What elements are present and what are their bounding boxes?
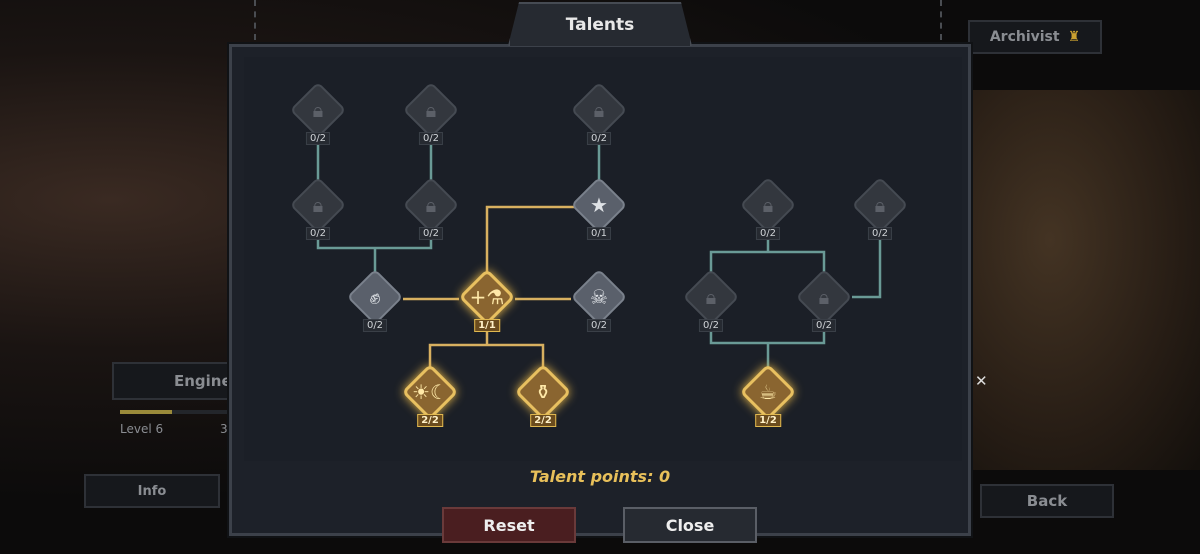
talent-node[interactable]: 🔒︎ 0/2: [848, 173, 912, 249]
talent-count: 0/2: [755, 227, 781, 240]
lock-icon: 🔒︎: [312, 98, 324, 122]
lock-icon: 🔒︎: [874, 193, 886, 217]
lock-icon: 🔒︎: [593, 98, 605, 122]
talent-node[interactable]: ★ 0/1: [567, 173, 631, 249]
talent-count: 0/2: [867, 227, 893, 240]
talent-node[interactable]: 🔒︎ 0/2: [399, 173, 463, 249]
talent-count: 0/2: [305, 227, 331, 240]
talent-node[interactable]: ☠ 0/2: [567, 265, 631, 341]
info-label: Info: [137, 483, 167, 499]
class-name-banner: Enginee: [112, 362, 242, 400]
xp-bar: [120, 410, 230, 414]
lock-icon: 🔒︎: [705, 285, 717, 309]
skull-laurel-icon: ☠: [590, 285, 608, 309]
close-label: Close: [665, 515, 715, 535]
bread-icon: ☕︎: [759, 380, 777, 404]
fist-icon: ✊︎: [369, 285, 381, 309]
lock-icon: 🔒︎: [312, 193, 324, 217]
close-button[interactable]: Close: [623, 507, 757, 543]
talent-count: 0/2: [362, 319, 388, 332]
talent-node[interactable]: 🔒︎ 0/2: [679, 265, 743, 341]
world-map-background: [960, 90, 1200, 470]
lock-icon: 🔒︎: [425, 98, 437, 122]
close-x-icon[interactable]: ✕: [975, 372, 988, 390]
talent-node[interactable]: 🔒︎ 0/2: [736, 173, 800, 249]
talent-node[interactable]: 🔒︎ 0/2: [792, 265, 856, 341]
talent-node[interactable]: ☀☾ 2/2: [398, 360, 462, 436]
talent-node[interactable]: 🔒︎ 0/2: [399, 78, 463, 154]
talent-count: 1/1: [474, 319, 500, 332]
xp-value: 3: [220, 422, 228, 436]
talent-node[interactable]: ✊︎ 0/2: [343, 265, 407, 341]
talent-count: 1/2: [755, 414, 781, 427]
talent-count: 0/2: [418, 227, 444, 240]
connector: [316, 110, 601, 297]
talent-count: 0/2: [305, 132, 331, 145]
back-label: Back: [1026, 492, 1068, 510]
lock-icon: 🔒︎: [818, 285, 830, 309]
talent-count: 2/2: [530, 414, 556, 427]
talent-count: 0/2: [586, 319, 612, 332]
chain-left: [254, 0, 260, 40]
torch-icon: ♜: [1067, 29, 1081, 45]
potion-laurel-icon: ⚱: [534, 380, 552, 404]
archivist-label: Archivist: [989, 29, 1060, 45]
info-button[interactable]: Info: [84, 474, 220, 508]
star-laurel-icon: ★: [590, 193, 608, 217]
talent-count: 0/2: [698, 319, 724, 332]
talent-count: 0/1: [586, 227, 612, 240]
talent-count: 2/2: [417, 414, 443, 427]
talent-count: 0/2: [586, 132, 612, 145]
talent-node[interactable]: 🔒︎ 0/2: [567, 78, 631, 154]
connector: [709, 220, 882, 392]
level-label: Level 6: [120, 422, 164, 436]
chain-right: [940, 0, 946, 40]
talent-count: 0/2: [811, 319, 837, 332]
sun-moon-icon: ☀☾: [412, 380, 448, 404]
class-name: Enginee: [174, 372, 242, 390]
lock-icon: 🔒︎: [762, 193, 774, 217]
talent-node[interactable]: ☕︎ 1/2: [736, 360, 800, 436]
talent-node[interactable]: 🔒︎ 0/2: [286, 173, 350, 249]
talent-count: 0/2: [418, 132, 444, 145]
archivist-button[interactable]: Archivist ♜: [968, 20, 1102, 54]
potion-plus-icon: +⚗: [469, 285, 505, 309]
talent-points-label: Talent points: 0: [529, 467, 671, 486]
dialog-title: Talents: [508, 2, 692, 46]
lock-icon: 🔒︎: [425, 193, 437, 217]
talent-node[interactable]: ⚱ 2/2: [511, 360, 575, 436]
reset-label: Reset: [483, 515, 535, 535]
connector: [403, 205, 599, 392]
back-button[interactable]: Back: [980, 484, 1114, 518]
talent-node[interactable]: 🔒︎ 0/2: [286, 78, 350, 154]
talent-node[interactable]: +⚗ 1/1: [455, 265, 519, 341]
reset-button[interactable]: Reset: [442, 507, 576, 543]
